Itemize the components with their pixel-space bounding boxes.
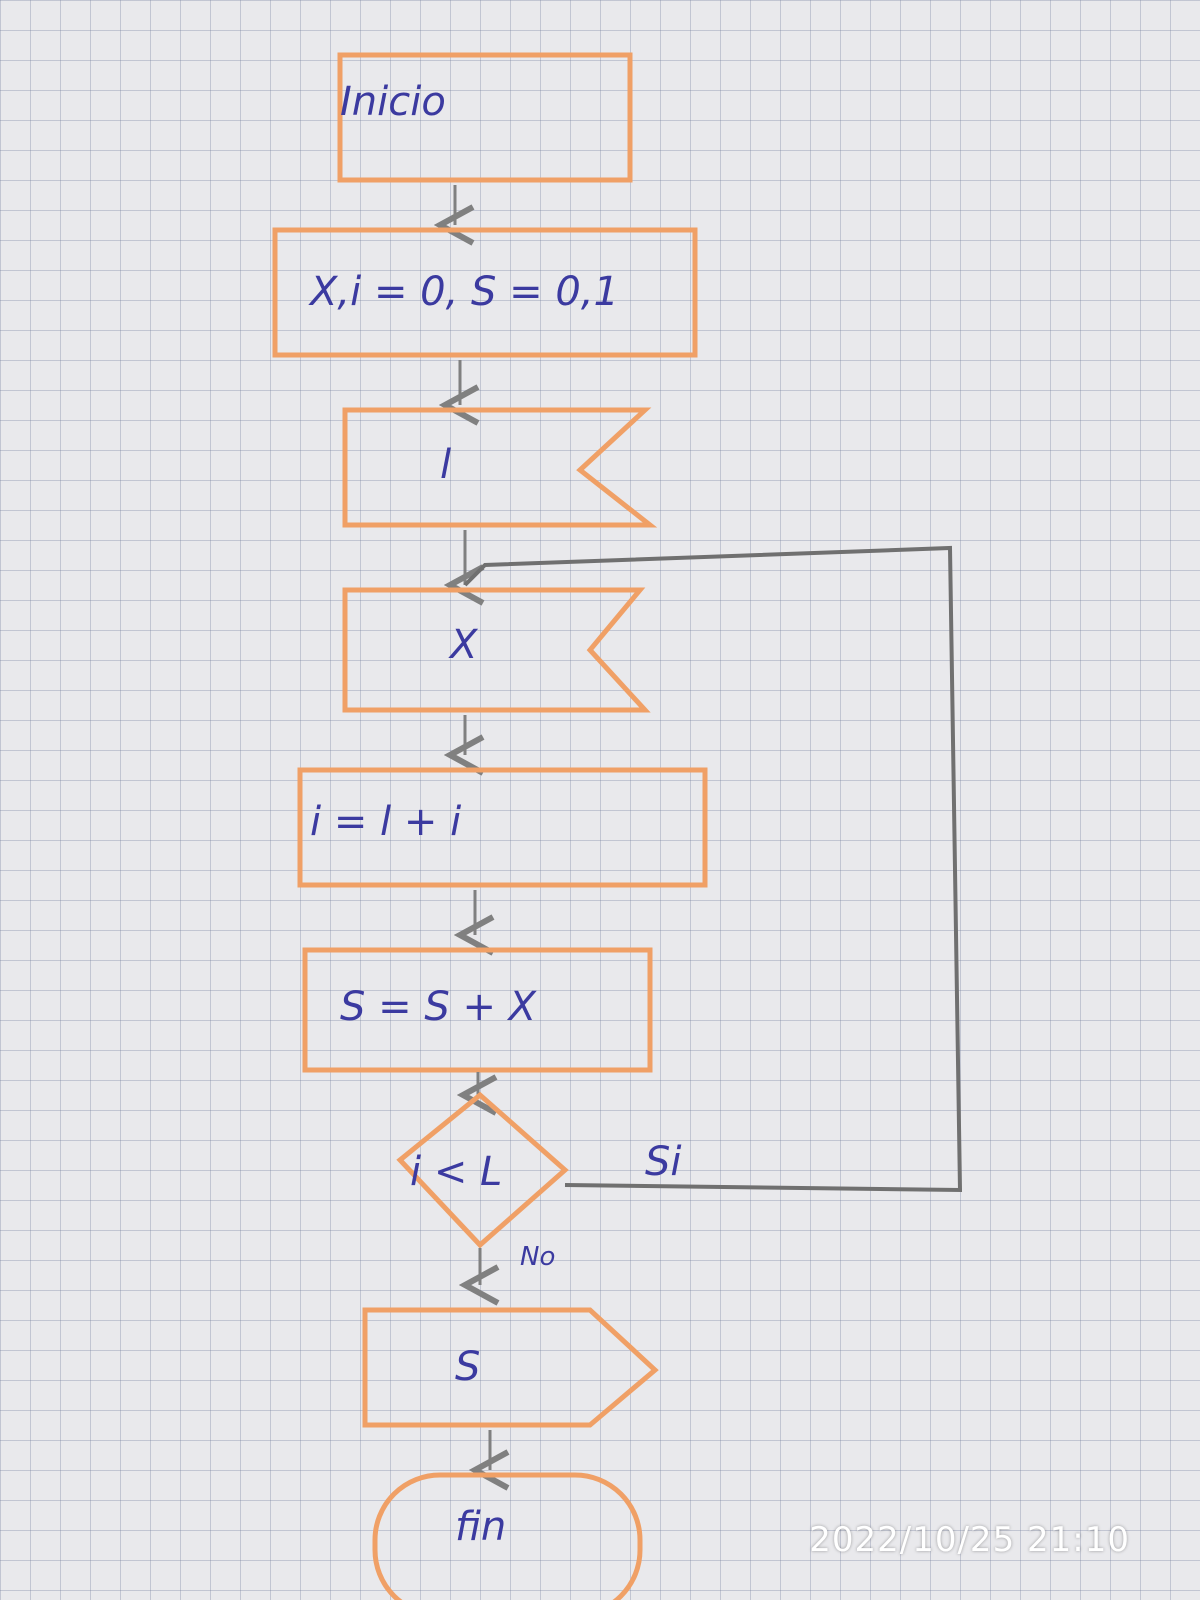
input-l-shape <box>342 407 658 528</box>
start-label: Inicio <box>340 79 446 125</box>
increment-box <box>297 767 708 888</box>
no-label: No <box>520 1242 555 1272</box>
input-x-shape <box>342 587 651 713</box>
input-x-label: X <box>448 622 479 668</box>
condition-label: i < L <box>410 1149 502 1195</box>
input-l-label: l <box>440 442 451 488</box>
output-shape <box>362 1307 659 1428</box>
yes-label: Si <box>645 1139 682 1185</box>
init-box <box>272 227 698 358</box>
accumulate-box <box>302 947 653 1073</box>
loop-back-line <box>463 545 963 1193</box>
condition-diamond <box>396 1091 569 1249</box>
end-label: fin <box>455 1504 506 1550</box>
start-box <box>337 52 633 183</box>
output-label: S <box>455 1344 480 1390</box>
end-terminal <box>372 1472 643 1600</box>
photo-timestamp: 2022/10/25 21:10 <box>809 1520 1130 1560</box>
accumulate-label: S = S + X <box>340 984 538 1030</box>
increment-label: i = l + i <box>310 799 461 845</box>
init-label: X,i = 0, S = 0,1 <box>308 269 619 315</box>
